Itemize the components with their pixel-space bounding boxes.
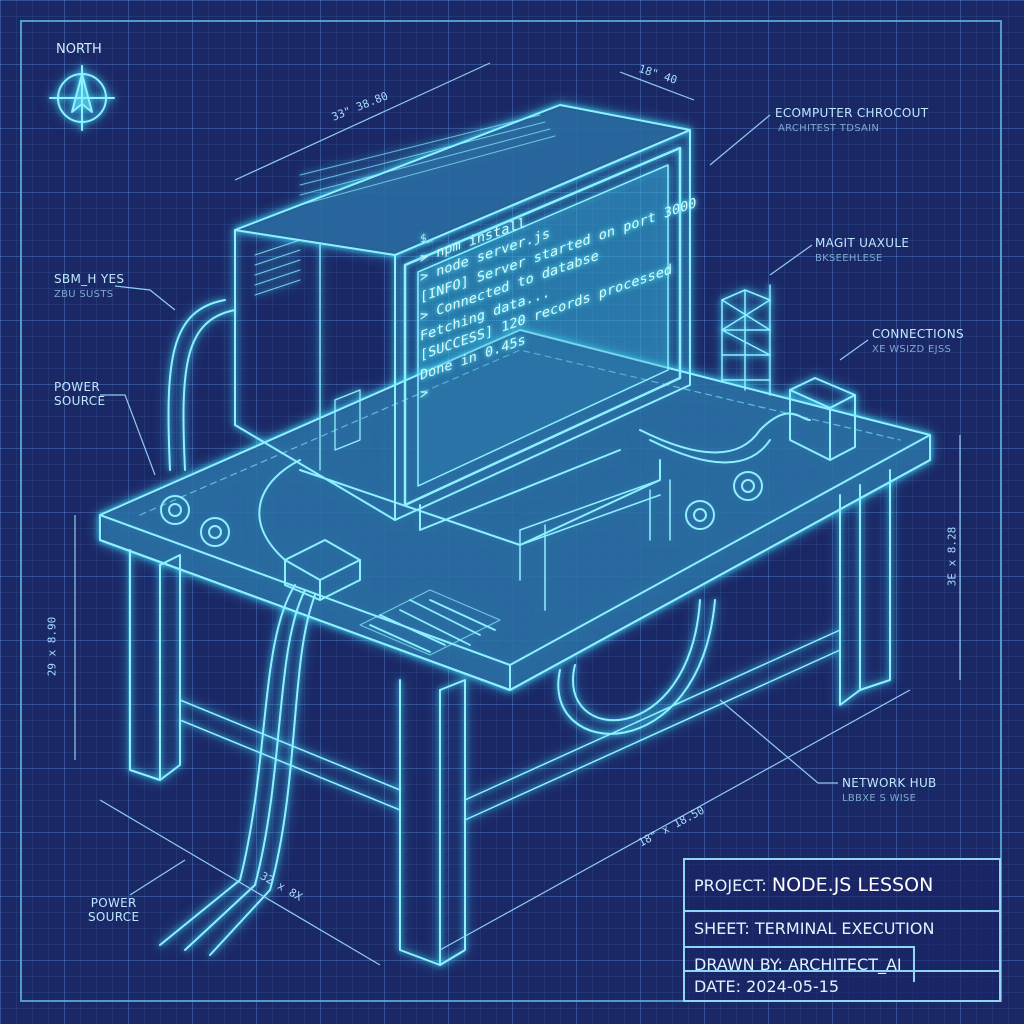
project-key: PROJECT: — [694, 876, 767, 895]
tools — [359, 589, 501, 656]
junction-box — [284, 539, 361, 601]
drawn-by-key: DRAWN BY: — [694, 955, 783, 974]
title-row-sheet: SHEET: TERMINAL EXECUTION — [685, 910, 999, 946]
crt-monitor — [234, 104, 691, 546]
gear-icons — [160, 471, 763, 547]
callout-connections-title: CONNECTIONS — [872, 327, 964, 341]
leader-power-bottom — [129, 859, 186, 896]
network-hub-box — [789, 377, 856, 461]
scaffold-tower — [721, 284, 771, 396]
compass-label: NORTH — [56, 42, 102, 57]
callout-network-hub-sub: LBBXE S WISE — [842, 793, 917, 804]
dim-line-top — [234, 62, 491, 181]
desk-legs — [129, 469, 891, 966]
callout-magic-title: MAGIT UAXULE — [815, 236, 910, 250]
callout-power-source-top: POWER SOURCE — [54, 380, 106, 408]
drawn-by-value: ARCHITECT_AI — [787, 955, 902, 974]
callout-computer-title: ECOMPUTER CHROCOUT — [775, 106, 929, 120]
leader-power-top — [100, 394, 156, 476]
callout-computer-sub: ARCHITEST TDSAIN — [778, 123, 880, 134]
compass-icon — [49, 65, 115, 131]
title-row-project: PROJECT: NODE.JS LESSON — [685, 860, 999, 910]
leader-sbmh — [114, 285, 176, 311]
drawing-border — [20, 20, 1002, 1002]
gantry — [519, 479, 671, 611]
dim-line-bottom-long — [439, 689, 911, 951]
title-row-date: DATE: 2024-05-15 — [685, 970, 999, 1000]
callout-sbmh-sub: ZBU SUSTS — [54, 289, 114, 300]
dim-line-bottom-short — [99, 799, 381, 966]
date-value: 2024-05-15 — [746, 977, 840, 996]
dimension-left-height: 29 x 8.90 — [45, 616, 59, 677]
leader-computer — [709, 114, 771, 166]
callout-network-hub-title: NETWORK HUB — [842, 776, 937, 790]
leader-magic — [769, 244, 813, 276]
cables — [159, 299, 811, 956]
callout-connections-sub: XE WSIZD EJSS — [872, 344, 952, 355]
dimension-right-height: 3E x 8.28 — [945, 526, 959, 587]
dim-line-top-right — [619, 71, 695, 101]
title-block: PROJECT: NODE.JS LESSON SHEET: TERMINAL … — [683, 858, 1001, 1002]
callout-power-source-bottom: POWER SOURCE — [88, 896, 140, 924]
callout-sbmh-title: SBM_H YES — [54, 272, 125, 286]
date-key: DATE: — [694, 977, 742, 996]
desk-top — [99, 329, 931, 691]
sheet-value: TERMINAL EXECUTION — [754, 919, 935, 938]
leader-network — [719, 699, 838, 784]
leader-connections — [839, 339, 869, 361]
title-row-drawn-by: DRAWN BY: ARCHITECT_AI — [685, 946, 915, 982]
callout-magic-sub: BKSEEHLESE — [815, 253, 883, 264]
project-value: NODE.JS LESSON — [771, 874, 934, 896]
sheet-key: SHEET: — [694, 919, 750, 938]
